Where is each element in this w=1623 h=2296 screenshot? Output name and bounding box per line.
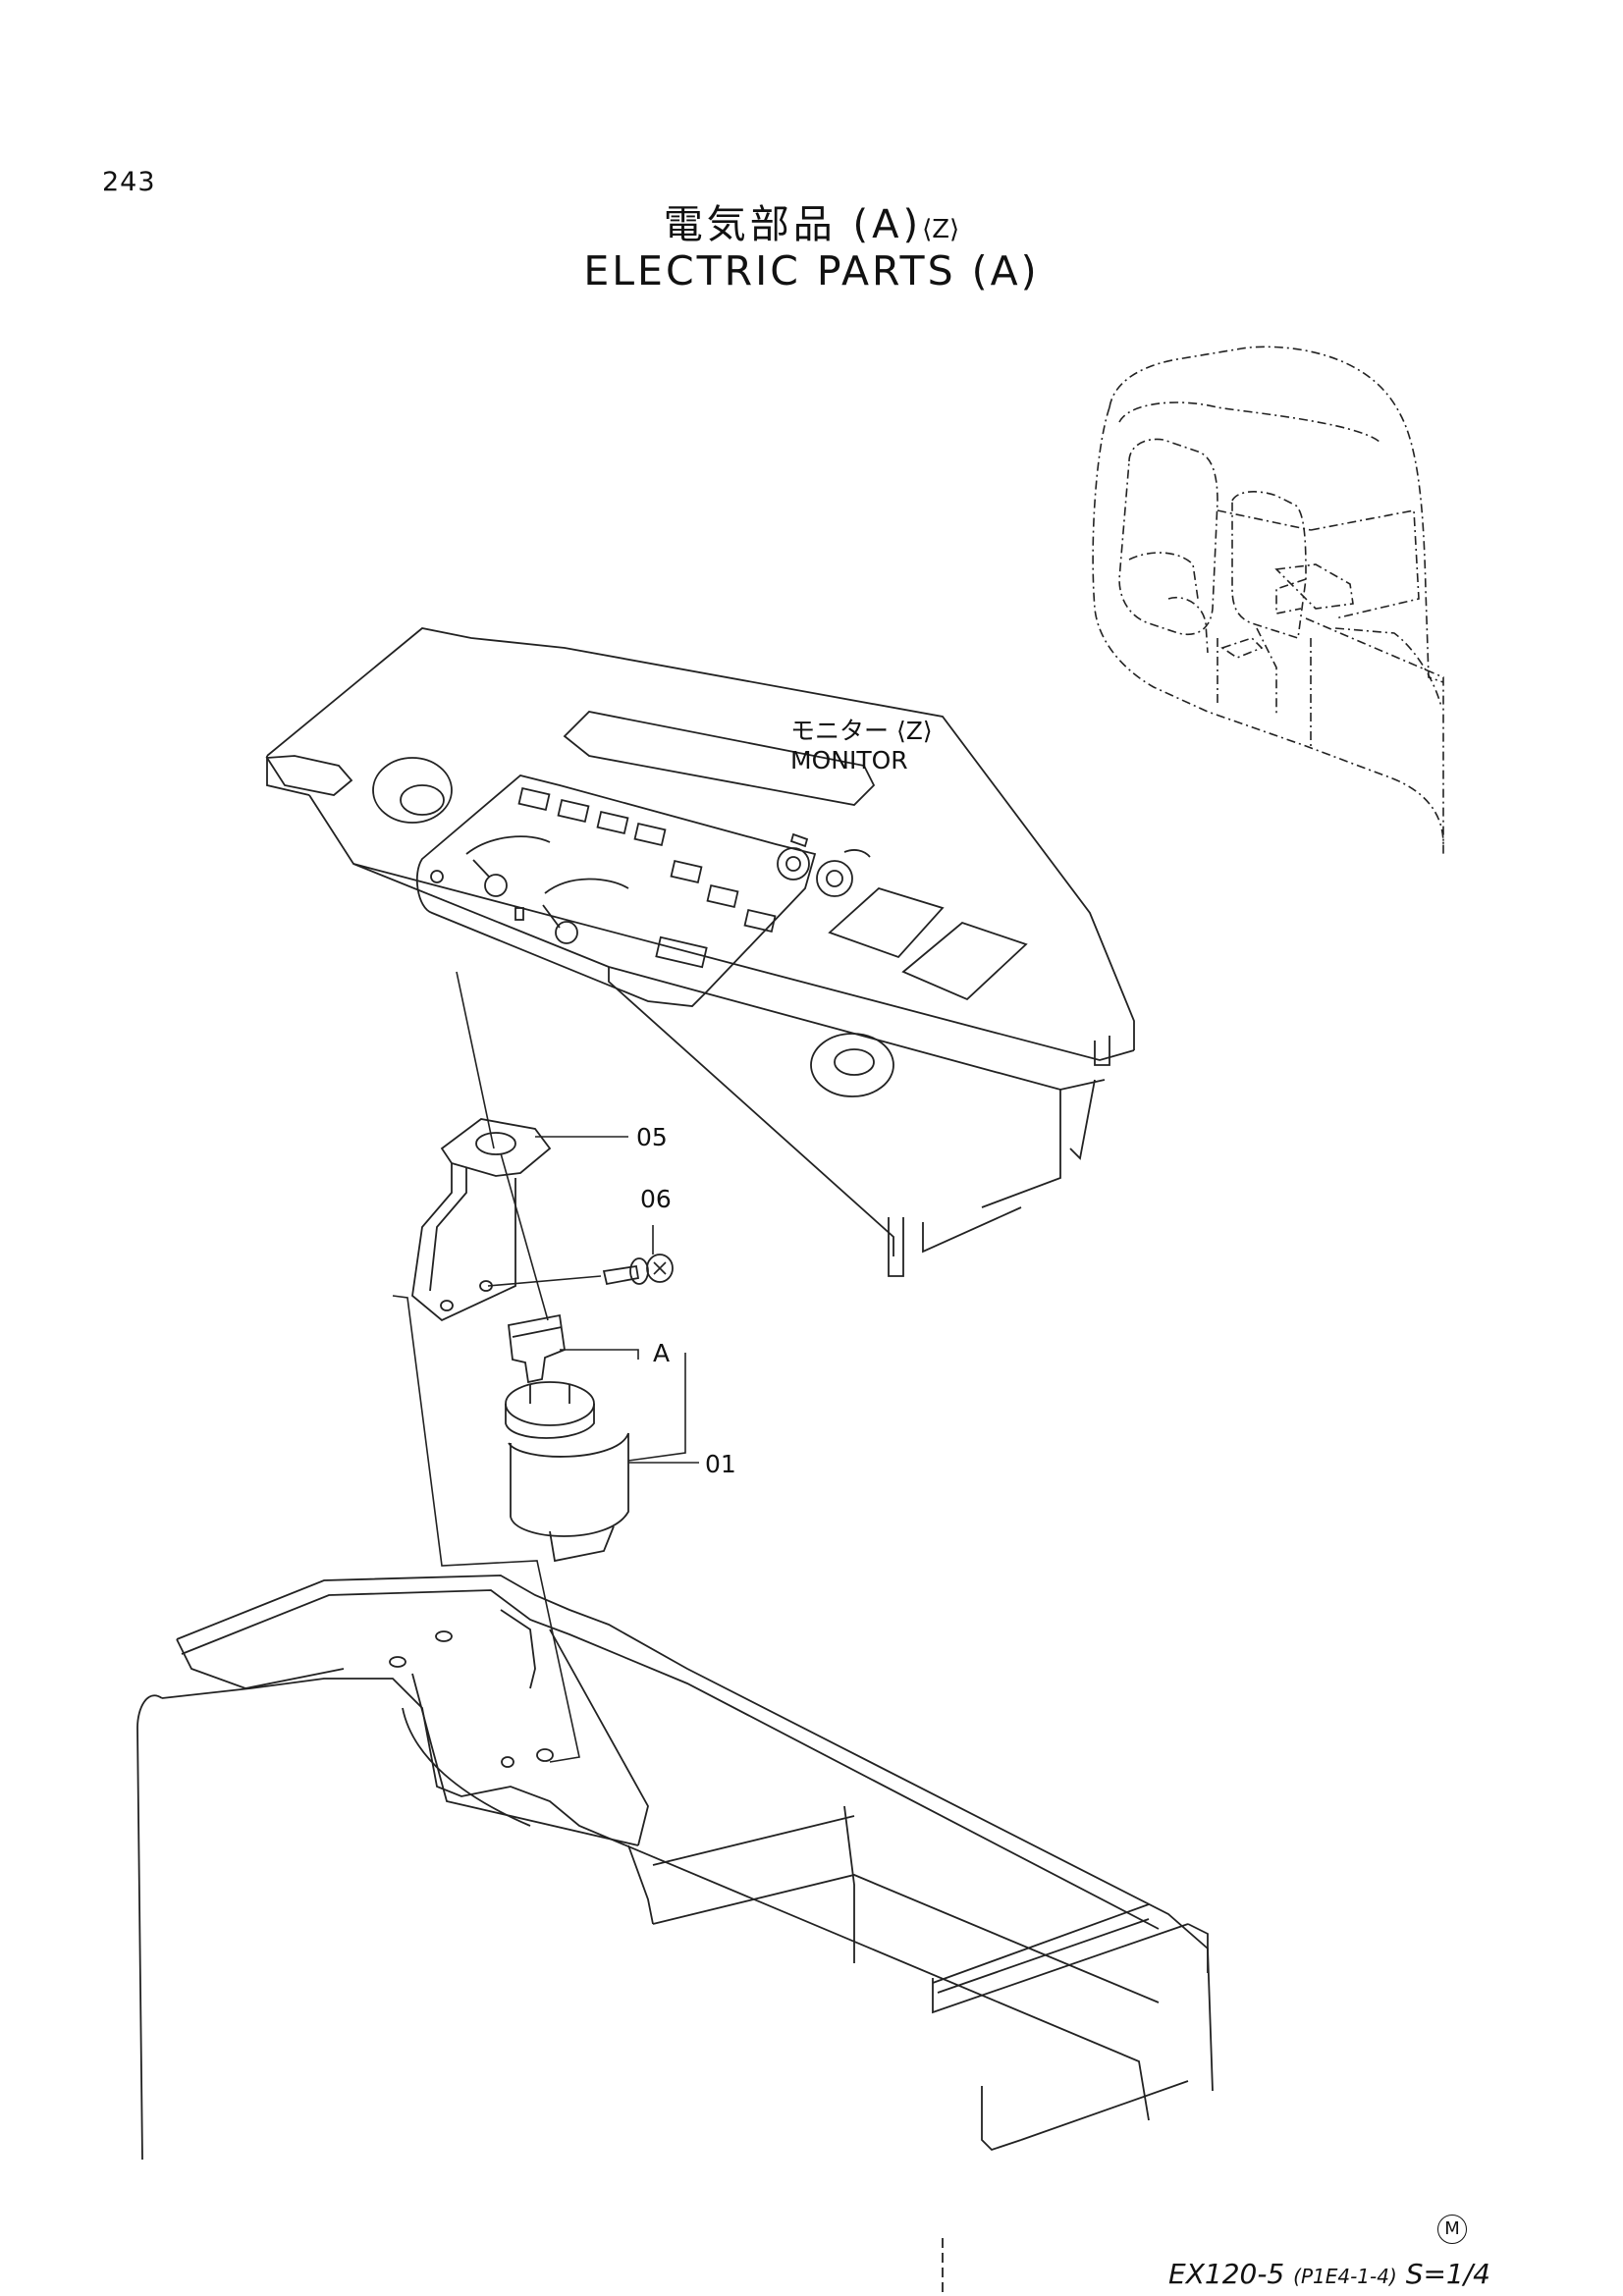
monitor-label-japanese: モニター ⟨Z⟩: [790, 717, 933, 745]
page-title-japanese: 電気部品 (A)⟨Z⟩: [0, 192, 1623, 249]
footer-scale: S=1/4: [1405, 2258, 1490, 2290]
leader-lines: [392, 971, 699, 1763]
page-title-english: ELECTRIC PARTS (A): [583, 247, 1040, 294]
monitor-panel-illustration: [265, 627, 1135, 1277]
cab-overview-illustration: [1092, 346, 1444, 854]
m-mark-icon: M: [1437, 2215, 1467, 2244]
footer-model-code: EX120-5 (P1E4-1-4) S=1/4: [1168, 2258, 1490, 2290]
warning-lamp-row: [517, 786, 777, 969]
console-illustration: [136, 1575, 1214, 2292]
page-number: 243: [102, 167, 156, 197]
indicator-cluster: [777, 832, 871, 897]
title-jp-text: 電気部品 (A): [663, 202, 923, 247]
title-jp-suffix: ⟨Z⟩: [922, 215, 960, 244]
callout-a: A: [653, 1339, 670, 1367]
key-switch-illustration: [505, 1313, 629, 1563]
footer-code: (P1E4-1-4): [1293, 2265, 1397, 2288]
monitor-label-english: MONITOR: [790, 746, 908, 774]
bracket-illustration: [411, 1118, 552, 1322]
bolt-illustration: [602, 1254, 674, 1286]
gauge-pair: [430, 835, 629, 944]
callout-05: 05: [636, 1123, 668, 1151]
callout-01: 01: [705, 1450, 736, 1478]
footer-model: EX120-5: [1168, 2258, 1285, 2290]
callout-06: 06: [640, 1185, 672, 1213]
